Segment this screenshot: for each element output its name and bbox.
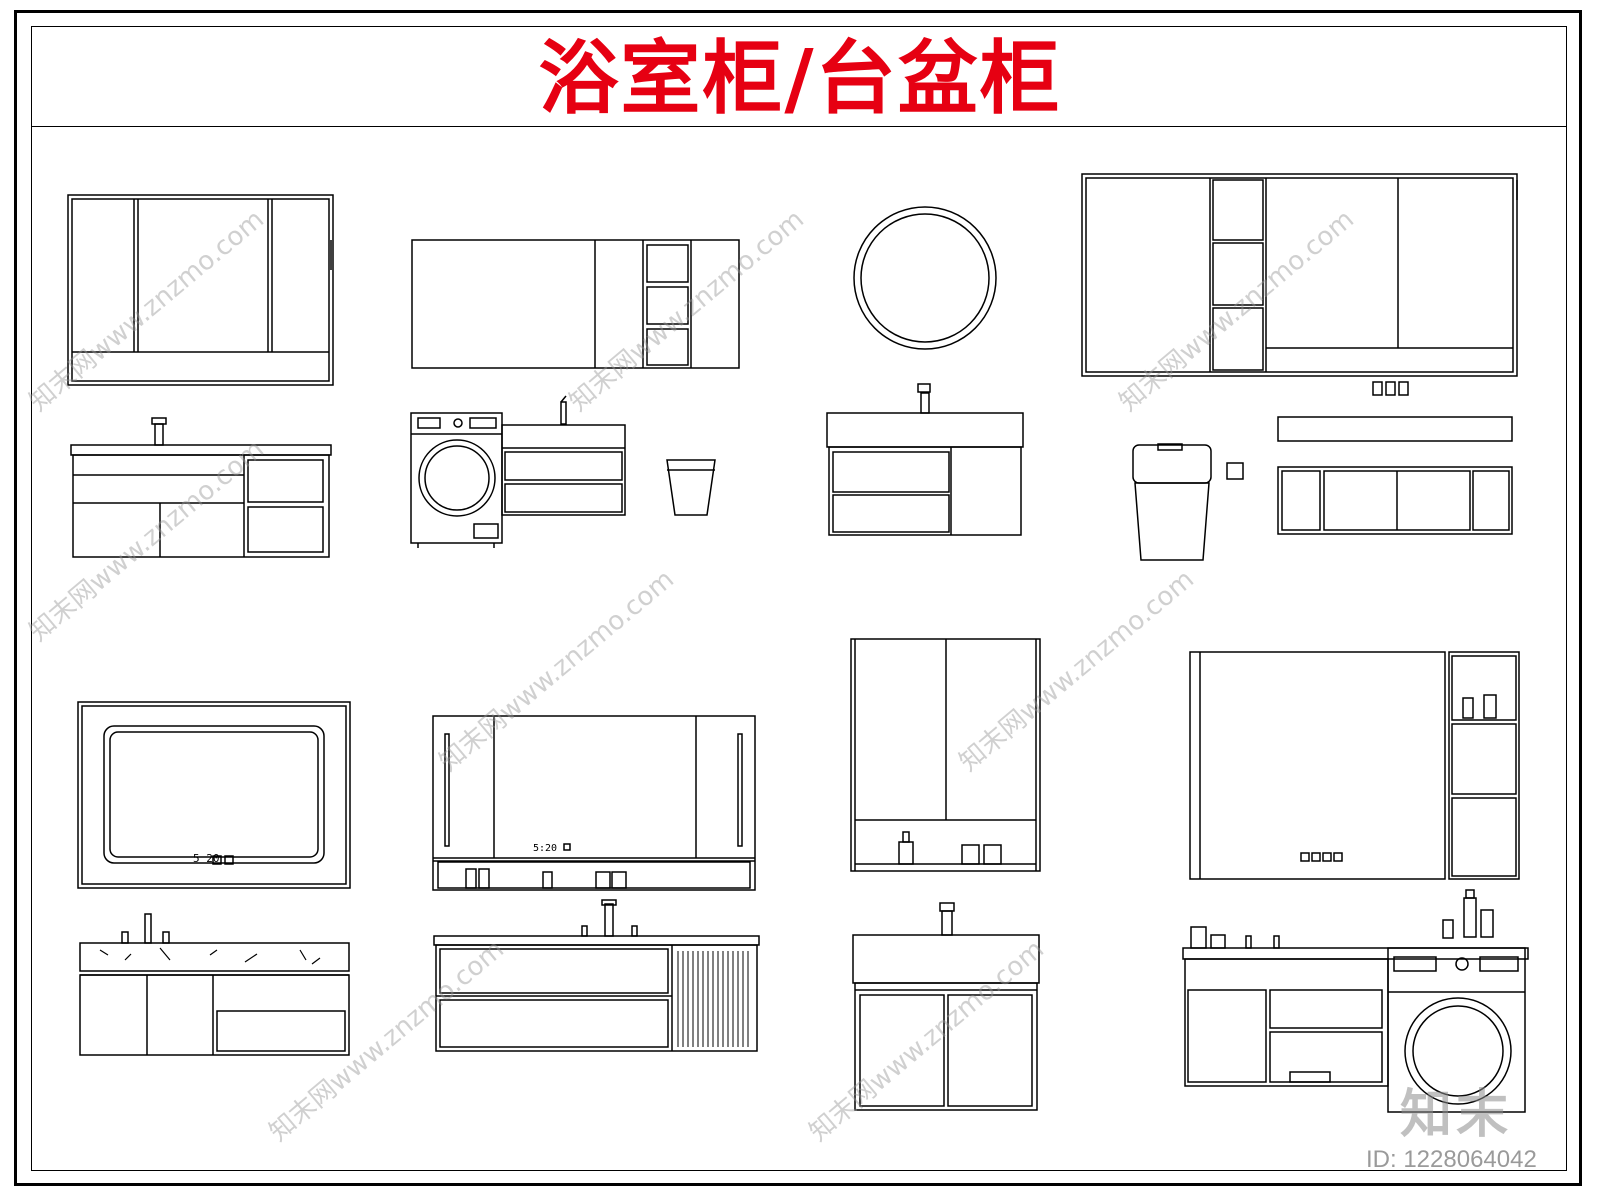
- vanity-cabinet-4: [1277, 416, 1513, 535]
- vanity-cabinet-7: [852, 902, 1040, 1111]
- mirror-cabinet-7: [850, 638, 1041, 872]
- title-divider: [31, 126, 1567, 127]
- outer-frame: [14, 10, 1582, 1186]
- mirror-cabinet-1: [67, 194, 334, 386]
- vanity-cabinet-6: [433, 899, 760, 1052]
- page-title: 浴室柜/台盆柜: [538, 31, 1062, 125]
- mirror-cabinet-8: [1189, 651, 1520, 880]
- mirror-display-time-2: 5:20: [533, 843, 558, 854]
- vanity-cabinet-3: [826, 383, 1024, 536]
- watermark-logo: 知末: [1400, 1085, 1513, 1145]
- vanity-cabinet-1: [70, 417, 332, 558]
- led-mirror-5: [77, 701, 351, 889]
- round-mirror-3: [853, 206, 997, 350]
- wall-cabinet-2: [411, 239, 740, 369]
- marble-vanity-5: [79, 913, 350, 1056]
- inner-frame: [31, 26, 1567, 1171]
- washing-machine-vanity-2: [410, 395, 716, 548]
- toilet-4: [1132, 443, 1244, 561]
- laundry-vanity-8: [1182, 889, 1529, 1113]
- mirror-cabinet-4: [1081, 173, 1518, 396]
- asset-id: ID: 1228064042: [1366, 1146, 1537, 1173]
- mirror-cabinet-6: [432, 715, 756, 891]
- mirror-display-time: 5 20: [193, 852, 220, 865]
